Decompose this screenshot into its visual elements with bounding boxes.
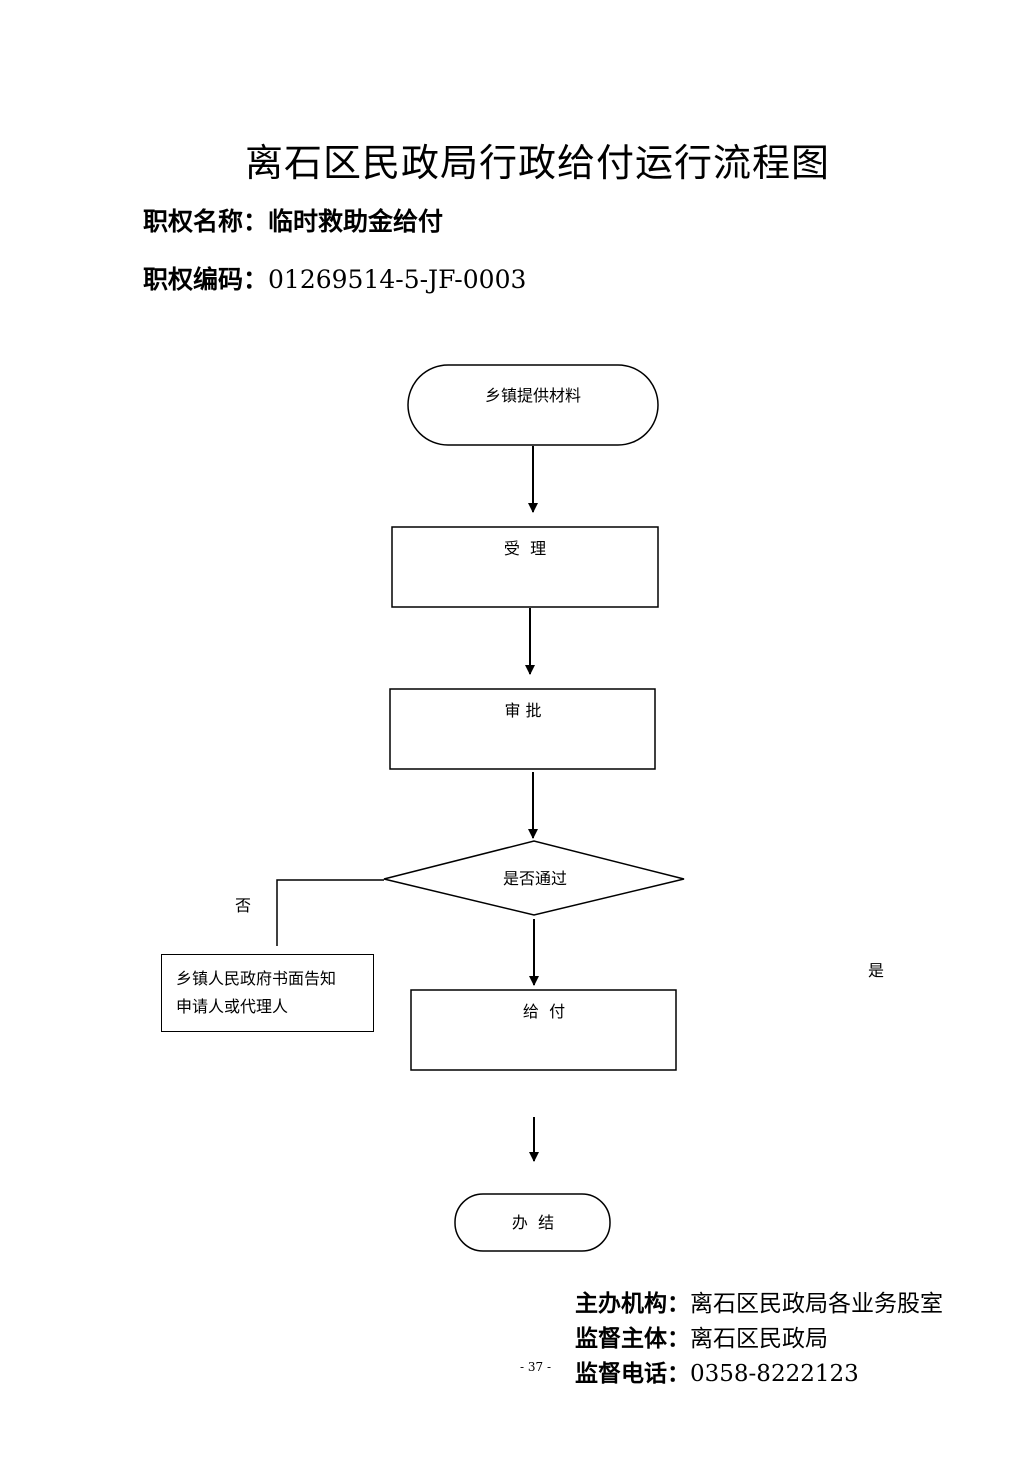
- authority-code-value: 01269514-5-JF-0003: [268, 265, 527, 294]
- footer-phone: 监督电话：0358-8222123: [575, 1354, 859, 1388]
- start-node-label: 乡镇提供材料: [485, 386, 581, 405]
- footer-org-value: 离石区民政局各业务股室: [690, 1291, 943, 1317]
- footer-supervisor: 监督主体：离石区民政局: [575, 1319, 828, 1353]
- yes-label: 是: [868, 961, 885, 980]
- authority-name-value: 临时救助金给付: [268, 207, 444, 236]
- approve-node-label: 审 批: [504, 701, 541, 720]
- page-number: - 37 -: [520, 1360, 552, 1374]
- decision-node-label: 是否通过: [503, 869, 567, 888]
- footer-org: 主办机构：离石区民政局各业务股室: [575, 1284, 943, 1318]
- end-node-label: 办 结: [512, 1213, 554, 1232]
- reject-notice-node: 乡镇人民政府书面告知 申请人或代理人: [161, 954, 374, 1032]
- authority-name: 职权名称：临时救助金给付: [143, 202, 443, 238]
- approve-node: [389, 688, 656, 770]
- footer-supervisor-label: 监督主体：: [575, 1326, 690, 1352]
- start-node: [407, 364, 659, 446]
- end-node: [454, 1193, 611, 1252]
- footer-phone-value: 0358-8222123: [690, 1361, 859, 1387]
- pay-node: [410, 989, 677, 1071]
- no-label: 否: [235, 896, 252, 915]
- accept-node: [391, 526, 659, 608]
- authority-name-label: 职权名称：: [143, 207, 269, 236]
- authority-code: 职权编码：01269514-5-JF-0003: [143, 260, 526, 296]
- pay-node-label: 给 付: [523, 1002, 565, 1021]
- reject-notice-line1: 乡镇人民政府书面告知: [176, 969, 337, 988]
- footer-org-label: 主办机构：: [575, 1291, 690, 1317]
- reject-notice-line2: 申请人或代理人: [176, 997, 289, 1016]
- accept-node-label: 受 理: [504, 539, 546, 558]
- decision-node: [383, 840, 685, 916]
- footer-supervisor-value: 离石区民政局: [690, 1326, 828, 1352]
- authority-code-label: 职权编码：: [143, 265, 269, 294]
- no-branch-line: [276, 879, 384, 946]
- page-title: 离石区民政局行政给付运行流程图: [244, 141, 830, 185]
- footer-phone-label: 监督电话：: [575, 1361, 690, 1387]
